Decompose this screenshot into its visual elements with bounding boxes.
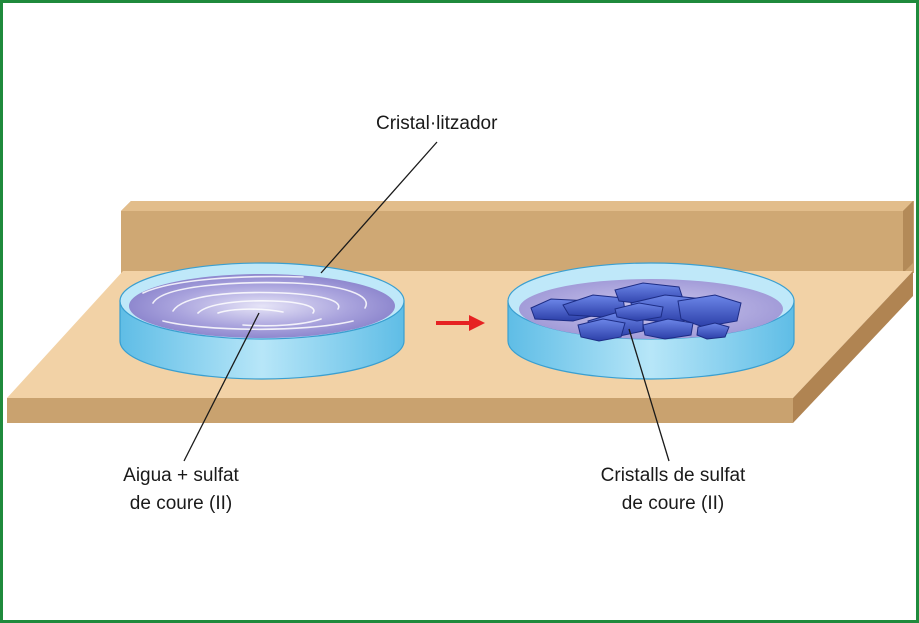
leader-line-crystallizer (320, 141, 438, 274)
label-crystallizer-text: Cristal·litzador (376, 113, 498, 134)
copper-sulfate-crystals (530, 282, 742, 342)
leader-lines (183, 141, 670, 462)
label-crystals-line-2: de coure (II) (621, 493, 725, 514)
process-arrow-icon (436, 315, 485, 331)
label-crystallizer: Cristal·litzador (376, 110, 497, 138)
board-back-wall (121, 201, 914, 273)
solution-surface (129, 274, 395, 338)
diagram-scene (7, 141, 914, 462)
label-copper-sulfate-crystals: Cristalls de sulfat de coure (II) (583, 462, 763, 518)
label-solution-line-2: de coure (II) (129, 493, 233, 514)
solution-swirl (142, 275, 368, 331)
label-crystals-line-1: Cristalls de sulfat (600, 465, 746, 486)
right-crystallizer-dish (507, 262, 795, 380)
leader-line-crystals (628, 328, 670, 462)
label-water-copper-sulfate: Aigua + sulfat de coure (II) (91, 462, 271, 518)
left-crystallizer-dish (119, 262, 405, 380)
leader-line-solution (183, 312, 260, 462)
label-solution-line-1: Aigua + sulfat (123, 465, 239, 486)
